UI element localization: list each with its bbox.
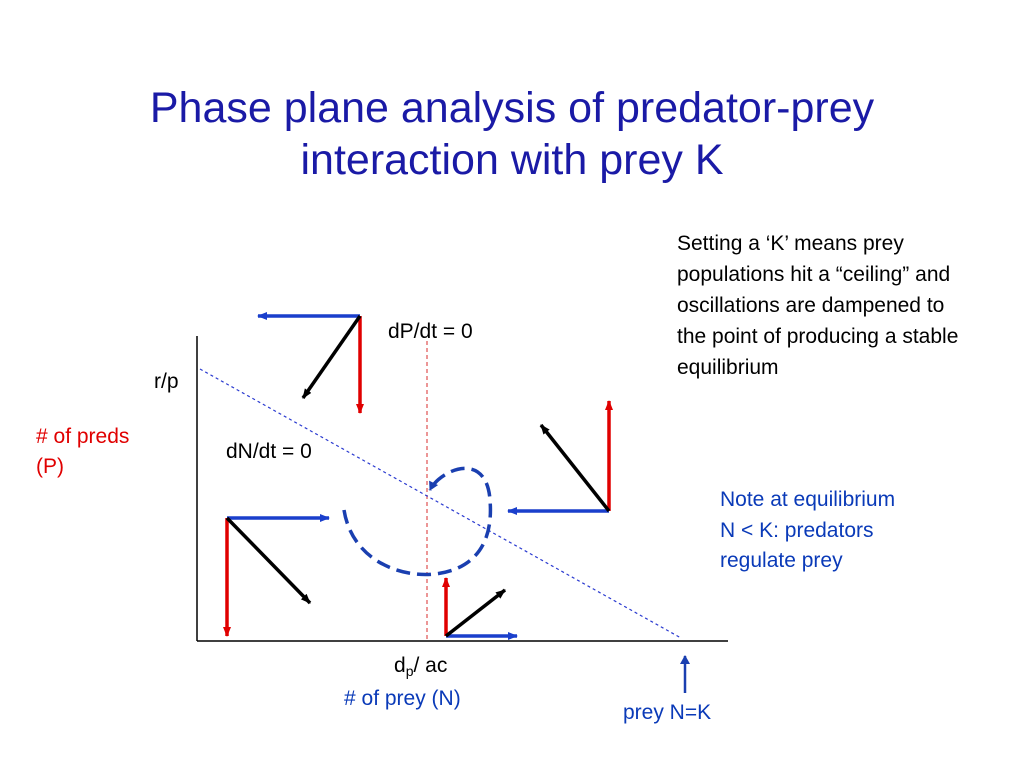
prey-isocline-line [199, 368, 682, 639]
vector-cluster-right [507, 400, 613, 515]
equilibrium-note-line-3: regulate prey [720, 549, 843, 572]
trajectory-spiral [342, 466, 493, 577]
k-explanation-note: Setting a ‘K’ means prey populations hit… [677, 232, 959, 379]
prey-isocline-label: dN/dt = 0 [226, 440, 312, 463]
predator-isocline-label: dP/dt = 0 [388, 320, 473, 343]
title-line-2: interaction with prey K [300, 136, 724, 184]
resultant-vector-arrow [539, 423, 611, 513]
y-intercept-label: r/p [154, 370, 179, 393]
vector-cluster-top [257, 312, 364, 414]
x-tick-rest: / ac [413, 654, 448, 677]
title-line-1: Phase plane analysis of predator-prey [149, 84, 875, 132]
resultant-vector-arrow [444, 588, 507, 638]
slide-title: Phase plane analysis of predator-prey in… [0, 82, 1024, 186]
x-tick-label: dp/ ac [394, 650, 447, 687]
y-axis-label-line-1: # of preds [36, 425, 130, 448]
vector-cluster-left [223, 514, 330, 637]
y-axis-label: # of preds (P) [36, 422, 129, 482]
y-axis-label-line-2: (P) [36, 455, 64, 478]
carrying-capacity-label: prey N=K [623, 701, 712, 724]
x-tick-subscript: p [405, 663, 414, 679]
equilibrium-note-line-1: Note at equilibrium [720, 488, 896, 511]
equilibrium-note: Note at equilibrium N < K: predators reg… [720, 485, 980, 577]
x-axis-label: # of prey (N) [344, 687, 461, 710]
resultant-vector-arrow [225, 516, 312, 605]
vector-cluster-bottom [442, 577, 518, 640]
x-tick-main: d [394, 654, 406, 677]
resultant-vector-arrow [301, 315, 362, 399]
equilibrium-note-line-2: N < K: predators [720, 518, 874, 542]
